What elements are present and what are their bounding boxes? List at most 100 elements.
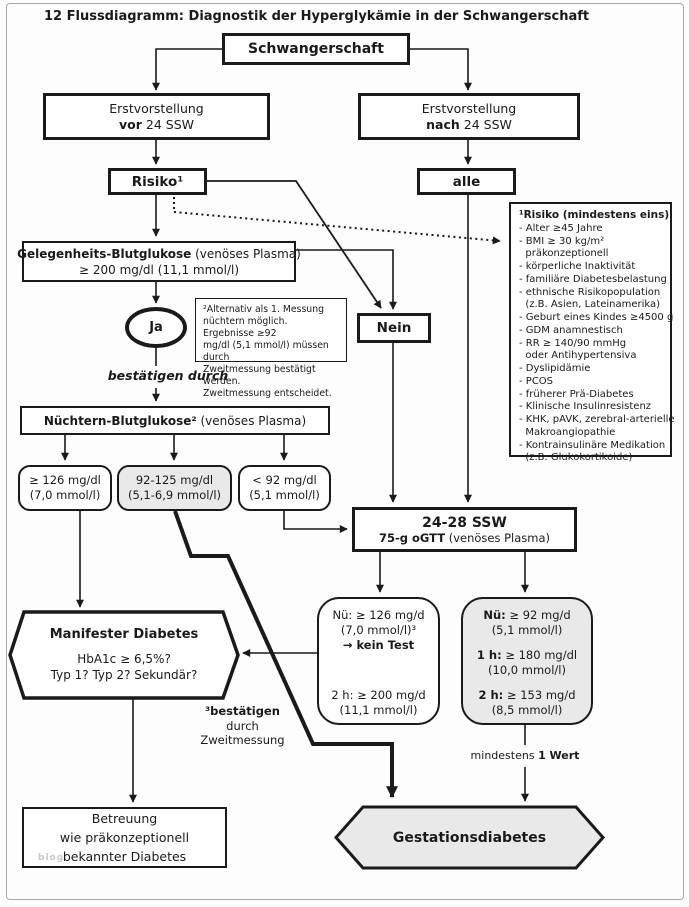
text: mindestens (470, 749, 539, 762)
node-nuechtern-blutglukose: Nüchtern-Blutglukose² (venöses Plasma) (20, 406, 330, 435)
text-bold: ³bestätigen (205, 704, 280, 718)
list-item: präkonzeptionell (519, 248, 609, 260)
node-line: (8,5 mmol/l) (491, 703, 563, 717)
node-line: (11,1 mmol/l) (339, 703, 418, 717)
node-out-ge126: ≥ 126 mg/dl (7,0 mmol/l) (18, 465, 112, 511)
list-item: - KHK, pAVK, zerebral-arterielle (519, 414, 675, 425)
node-line: 2 h: ≥ 200 mg/d (331, 688, 426, 702)
text-bold: Nü: (483, 608, 506, 622)
node-out-lt92: < 92 mg/dl (5,1 mmol/l) (238, 465, 331, 511)
node-ja: Ja (125, 307, 187, 348)
list-item: - Klinische Insulinresistenz (519, 401, 652, 413)
node-line: 92-125 mg/dl (135, 473, 214, 487)
connector-risiko-riskbox-dotted (173, 211, 501, 245)
node-line: (7,0 mmol/l) (29, 488, 101, 502)
list-item: Zweitmessung bestätigt werden. (203, 364, 316, 387)
text-bold: 1 Wert (538, 749, 580, 762)
connector-out2-gestations-thick (173, 510, 398, 799)
node-line: 2 h: ≥ 153 mg/d (478, 688, 575, 703)
node-out-92-125: 92-125 mg/dl (5,1-6,9 mmol/l) (117, 465, 232, 511)
text: ≥ 153 mg/d (503, 688, 576, 702)
node-line: wie präkonzeptionell (59, 830, 190, 845)
node-erstvorstellung-vor: Erstvorstellung vor 24 SSW (43, 93, 270, 140)
node-line: Nü: ≥ 92 mg/d (483, 608, 570, 623)
node-line: (7,0 mmol/l)³ (340, 623, 417, 637)
connector-gelegenheits-nein (296, 249, 397, 310)
node-label: Nein (376, 320, 412, 336)
node-label: Gestationsdiabetes (392, 829, 547, 846)
node-line: (5,1 mmol/l) (249, 488, 320, 502)
node-gelegenheits-blutglukose: Gelegenheits-Blutglukose (venöses Plasma… (17, 241, 301, 282)
list-item: - ethnische Risikopopulation (519, 286, 661, 298)
list-item: - GDM anamnestisch (519, 324, 623, 336)
connector-risiko-nein (207, 180, 382, 309)
text: Erstvorstellung (109, 100, 204, 116)
node-ogtt-gdm-result: Nü: ≥ 92 mg/d (5,1 mmol/l) 1 h: ≥ 180 mg… (461, 597, 593, 725)
node-line: Gelegenheits-Blutglukose (venöses Plasma… (17, 246, 301, 262)
connector-schwangerschaft-vor (152, 48, 222, 91)
node-ogtt-nuechtern-result: Nü: ≥ 126 mg/d (7,0 mmol/l)³ → kein Test… (317, 597, 440, 725)
text: 24 SSW (459, 116, 512, 132)
text-bold: nach (426, 116, 460, 132)
list-item: - BMI ≥ 30 kg/m² (519, 235, 605, 247)
label-mindestens-1-wert: mindestens 1 Wert (455, 749, 595, 762)
list-item: - früherer Prä-Diabetes (519, 388, 634, 400)
text-bold: 75-g oGTT (378, 530, 446, 545)
list-item: ²Alternativ als 1. Messung (203, 304, 324, 315)
node-alle: alle (417, 168, 516, 195)
node-line: (5,1-6,9 mmol/l) (127, 488, 222, 502)
risk-box-title: ¹Risiko (mindestens eins) (519, 209, 670, 221)
node-erstvorstellung-nach: Erstvorstellung nach 24 SSW (358, 93, 580, 140)
node-line: HbA1c ≥ 6,5%? (77, 652, 171, 666)
connector-schwangerschaft-nach (410, 48, 472, 91)
node-line: 75-g oGTT (venöses Plasma) (379, 531, 550, 545)
node-label: alle (452, 173, 481, 190)
text-bold: Gelegenheits-Blutglukose (17, 246, 192, 261)
node-line: vor 24 SSW (119, 117, 194, 133)
node-line: ≥ 126 mg/dl (29, 473, 101, 487)
list-item: oder Antihypertensiva (519, 350, 637, 362)
node-schwangerschaft: Schwangerschaft (222, 33, 410, 65)
page-frame (6, 3, 684, 900)
node-line: 1 h: ≥ 180 mg/dl (477, 648, 577, 663)
node-line: (5,1 mmol/l) (491, 623, 563, 637)
list-item: - PCOS (519, 375, 554, 387)
list-item: nüchtern möglich. Ergebnisse ≥92 (203, 316, 288, 339)
node-line: nach 24 SSW (426, 117, 512, 133)
text: Zweitmessung (200, 733, 285, 747)
node-manifester-diabetes: Manifester Diabetes HbA1c ≥ 6,5%? Typ 1?… (10, 612, 238, 698)
text: (venöses Plasma) (445, 530, 551, 545)
text-bold: vor (119, 116, 142, 132)
list-item: (z.B. Asien, Lateinamerika) (519, 299, 661, 311)
connector-out3-ogtt (283, 511, 348, 533)
list-item: - familiäre Diabetesbelastung (519, 273, 667, 285)
text-bold: 1 h: (476, 648, 502, 662)
node-line: Nü: ≥ 126 mg/d (332, 608, 425, 622)
text: ≥ 92 mg/d (505, 608, 571, 622)
risk-box-items: - Alter ≥45 Jahre- BMI ≥ 30 kg/m² präkon… (519, 223, 675, 465)
node-label: Risiko¹ (131, 173, 184, 190)
node-label: Schwangerschaft (248, 41, 384, 57)
node-label: Ja (149, 319, 163, 335)
node-nein: Nein (357, 313, 431, 343)
node-line: Erstvorstellung (109, 101, 203, 117)
list-item: Zweitmessung entscheidet. (203, 388, 332, 399)
node-gestationsdiabetes: Gestationsdiabetes (336, 807, 603, 868)
node-line: bekannter Diabetes (62, 849, 187, 864)
list-item: mg/dl (5,1 mmol/l) müssen durch (203, 340, 329, 363)
node-line: 24-28 SSW (422, 514, 507, 531)
list-item: - Alter ≥45 Jahre (519, 222, 603, 234)
node-line: < 92 mg/dl (252, 473, 317, 487)
list-item: - körperliche Inaktivität (519, 261, 636, 272)
list-item: - Kontrainsulinäre Medikation (519, 439, 666, 451)
text: ≥ 180 mg/dl (501, 648, 578, 662)
node-betreuung: Betreuung wie präkonzeptionell bekannter… (22, 807, 227, 868)
node-risiko: Risiko¹ (108, 168, 207, 195)
list-item: (z.B. Glukokortikoide) (519, 452, 633, 464)
node-line: ≥ 200 mg/dl (11,1 mmol/l) (78, 262, 240, 277)
page-title: 12 Flussdiagramm: Diagnostik der Hypergl… (44, 9, 590, 24)
list-item: - RR ≥ 140/90 mmHg (519, 337, 627, 349)
node-ogtt-24-28-ssw: 24-28 SSW 75-g oGTT (venöses Plasma) (352, 507, 577, 552)
